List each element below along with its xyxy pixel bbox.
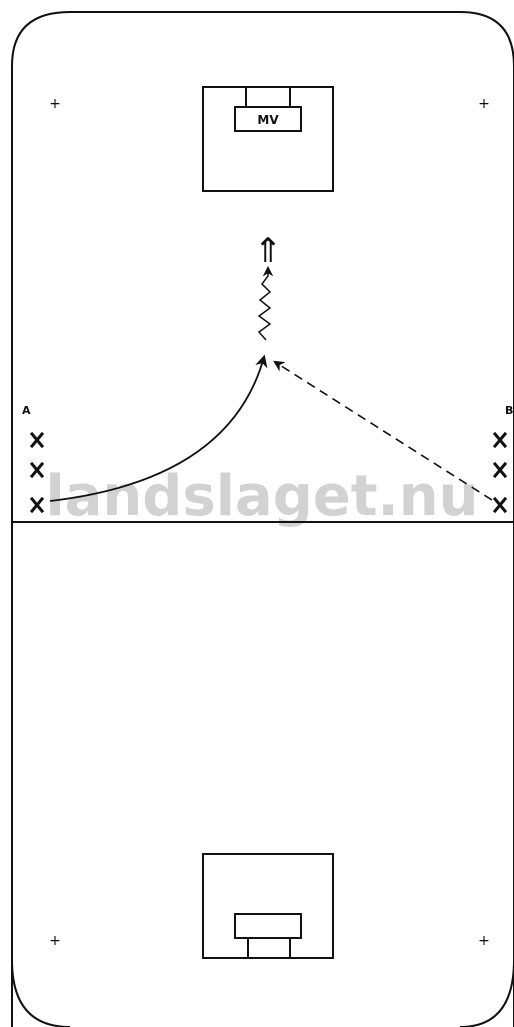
faceoff-dot: + <box>49 933 61 949</box>
goalie-label: MV <box>257 113 279 127</box>
skating-zigzag <box>257 265 274 341</box>
rink-bottom-corners <box>11 959 514 1027</box>
shot-arrow-icon: ⇑ <box>254 231 283 271</box>
faceoff-dot: + <box>49 96 61 112</box>
curved-path-a <box>49 354 268 502</box>
group-b-label: B <box>505 404 513 417</box>
goalie-box <box>234 106 302 132</box>
player-marker <box>492 496 508 514</box>
player-group-a <box>29 431 45 514</box>
faceoff-dot: + <box>478 933 490 949</box>
bottom-crease <box>202 853 334 959</box>
watermark-text: landslaget.nu <box>45 464 478 529</box>
player-marker <box>29 461 45 479</box>
top-goal-net <box>245 86 291 108</box>
player-marker <box>492 461 508 479</box>
faceoff-dot: + <box>478 96 490 112</box>
player-group-b <box>492 431 508 514</box>
player-marker <box>492 431 508 449</box>
top-crease <box>202 86 334 192</box>
player-marker <box>29 496 45 514</box>
player-marker <box>29 431 45 449</box>
bottom-goal-net <box>247 937 291 959</box>
dashed-pass-b <box>273 360 493 501</box>
group-a-label: A <box>22 404 31 417</box>
bottom-goal-box <box>234 913 302 939</box>
